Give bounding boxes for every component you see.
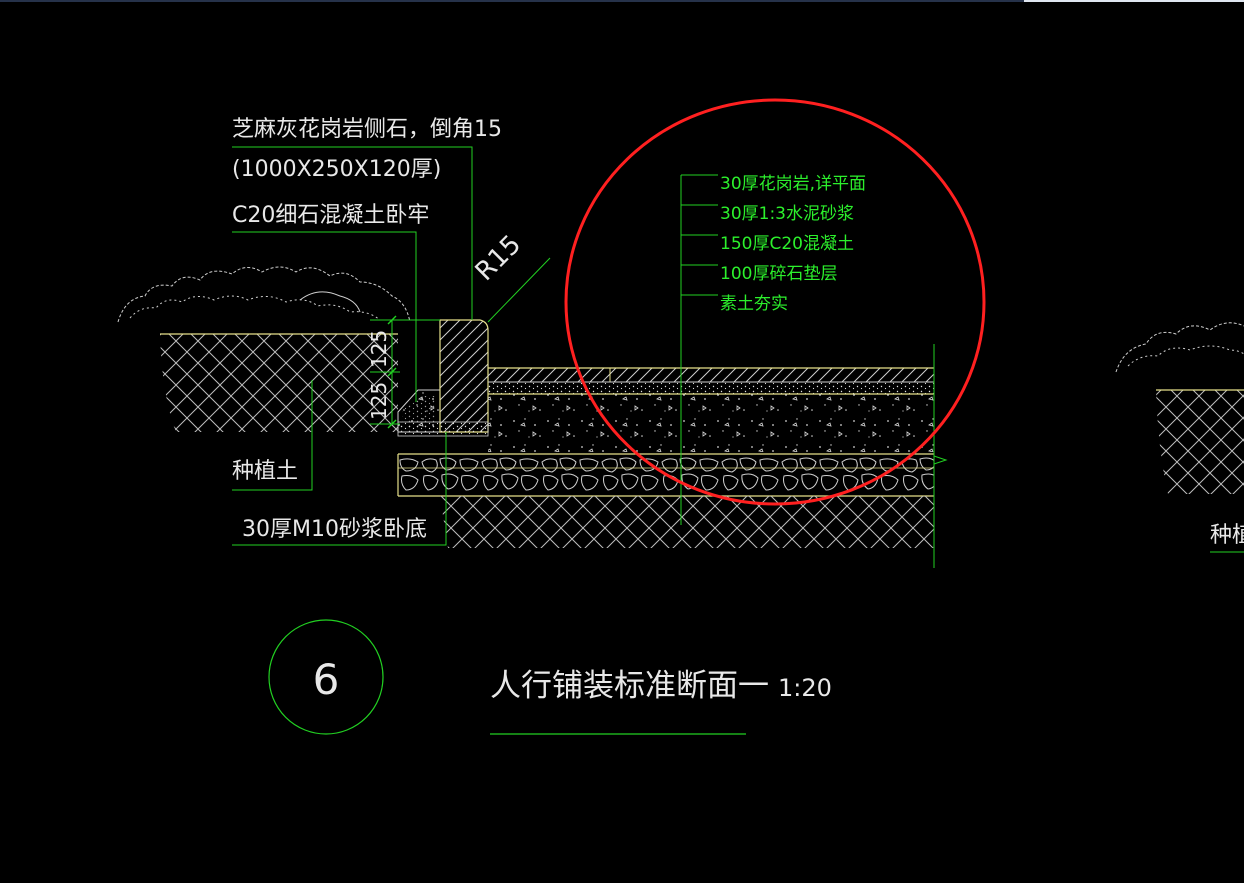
leader-lines-left: [232, 146, 551, 546]
planting-shrubs-left: [117, 266, 411, 323]
dim-label-bottom: 125: [367, 382, 391, 420]
granite-paving-layer: [488, 367, 934, 382]
concrete-haunch: [397, 389, 441, 433]
label-mortar-bed: 30厚M10砂浆卧底: [242, 517, 427, 542]
label-planting-soil-right: 种植: [1210, 523, 1244, 548]
layer-label-mortar: 30厚1:3水泥砂浆: [720, 204, 854, 224]
label-radius: R15: [470, 230, 527, 287]
layer-label-concrete: 150厚C20混凝土: [720, 234, 854, 254]
detail-number-circle: [268, 619, 384, 735]
curb-mortar-bed: [397, 421, 489, 437]
label-curb-size: (1000X250X120厚): [232, 157, 441, 182]
c20-concrete-layer: [488, 394, 934, 452]
detail-scale: 1:20: [778, 674, 832, 702]
window-top-highlight: [1024, 0, 1244, 2]
layer-label-subgrade: 素土夯实: [720, 294, 788, 314]
detail-number: 6: [313, 655, 340, 704]
layer-label-gravel: 100厚碎石垫层: [720, 264, 837, 284]
section-break-line: [933, 344, 948, 568]
window-top-edge: [0, 0, 1244, 2]
dim-label-top: 125: [367, 330, 391, 368]
vertical-dimension: [370, 315, 440, 429]
detail-title: 人行铺装标准断面一: [490, 668, 769, 704]
label-haunch: C20细石混凝土卧牢: [232, 203, 429, 228]
label-curb-stone: 芝麻灰花岗岩侧石，倒角15: [232, 117, 502, 142]
compacted-subgrade: [440, 496, 934, 548]
planting-soil-right: [1156, 389, 1244, 553]
cement-mortar-layer: [488, 381, 934, 395]
planting-soil-left: [160, 333, 398, 432]
planting-shrubs-right: [1115, 322, 1244, 373]
layer-label-granite: 30厚花岗岩,详平面: [720, 174, 866, 194]
layer-callout-leaders: [680, 174, 718, 525]
highlight-circle: [564, 98, 986, 506]
label-planting-soil: 种植土: [232, 459, 298, 484]
granite-curb: [439, 319, 489, 433]
